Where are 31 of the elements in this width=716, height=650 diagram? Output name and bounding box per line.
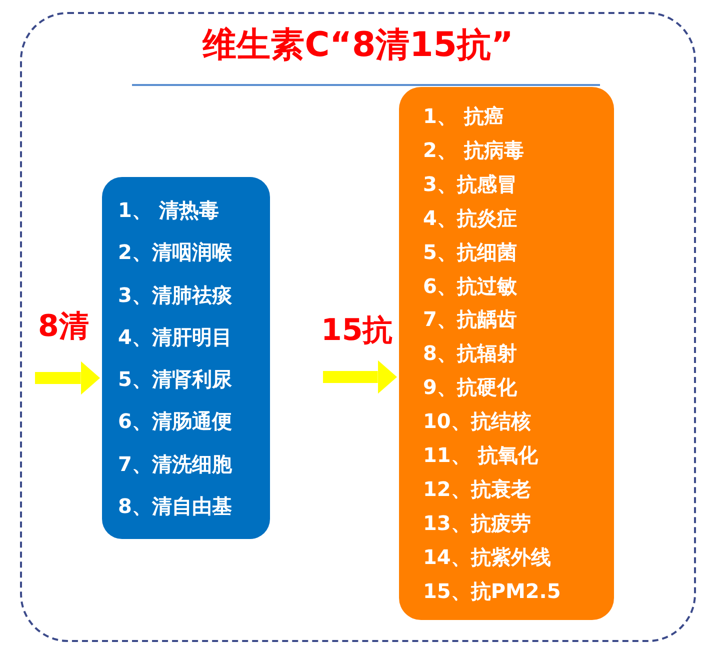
dashed-frame (20, 12, 696, 642)
list-item: 8、清自由基 (118, 496, 232, 516)
title: 维生素C“8清15抗” (201, 28, 514, 62)
list-panel (399, 87, 614, 620)
list-item: 4、清肝明目 (118, 326, 232, 347)
arrow (323, 360, 397, 394)
list-item: 7、清洗细胞 (118, 454, 232, 474)
list-item: 6、清肠通便 (118, 411, 232, 432)
list-item: 5、清肾利尿 (118, 369, 232, 390)
list-item: 9、抗硬化 (423, 377, 517, 398)
list-item: 10、抗结核 (423, 411, 531, 432)
list-item: 2、清咽润喉 (118, 242, 232, 262)
list-item: 3、抗感冒 (423, 174, 517, 194)
arrow (35, 361, 100, 395)
list-item: 8、抗辐射 (423, 343, 517, 364)
list-item: 12、抗衰老 (423, 479, 531, 500)
list-item: 13、抗疲劳 (423, 513, 531, 534)
list-item: 14、抗紫外线 (423, 546, 551, 567)
list-item: 1、 抗癌 (423, 106, 504, 126)
list-item: 6、抗过敏 (423, 276, 517, 296)
section-label: 8清 (38, 312, 89, 342)
list-item: 15、抗PM2.5 (423, 580, 561, 601)
list-item: 4、抗炎症 (423, 208, 517, 228)
list-item: 1、 清热毒 (118, 200, 219, 220)
list-panel (102, 177, 270, 539)
list-item: 7、抗龋齿 (423, 309, 517, 330)
section-label: 15抗 (321, 316, 393, 346)
list-item: 5、抗细菌 (423, 242, 517, 262)
list-item: 2、 抗病毒 (423, 140, 524, 160)
list-item: 11、 抗氧化 (423, 445, 538, 466)
list-item: 3、清肺祛痰 (118, 284, 232, 305)
